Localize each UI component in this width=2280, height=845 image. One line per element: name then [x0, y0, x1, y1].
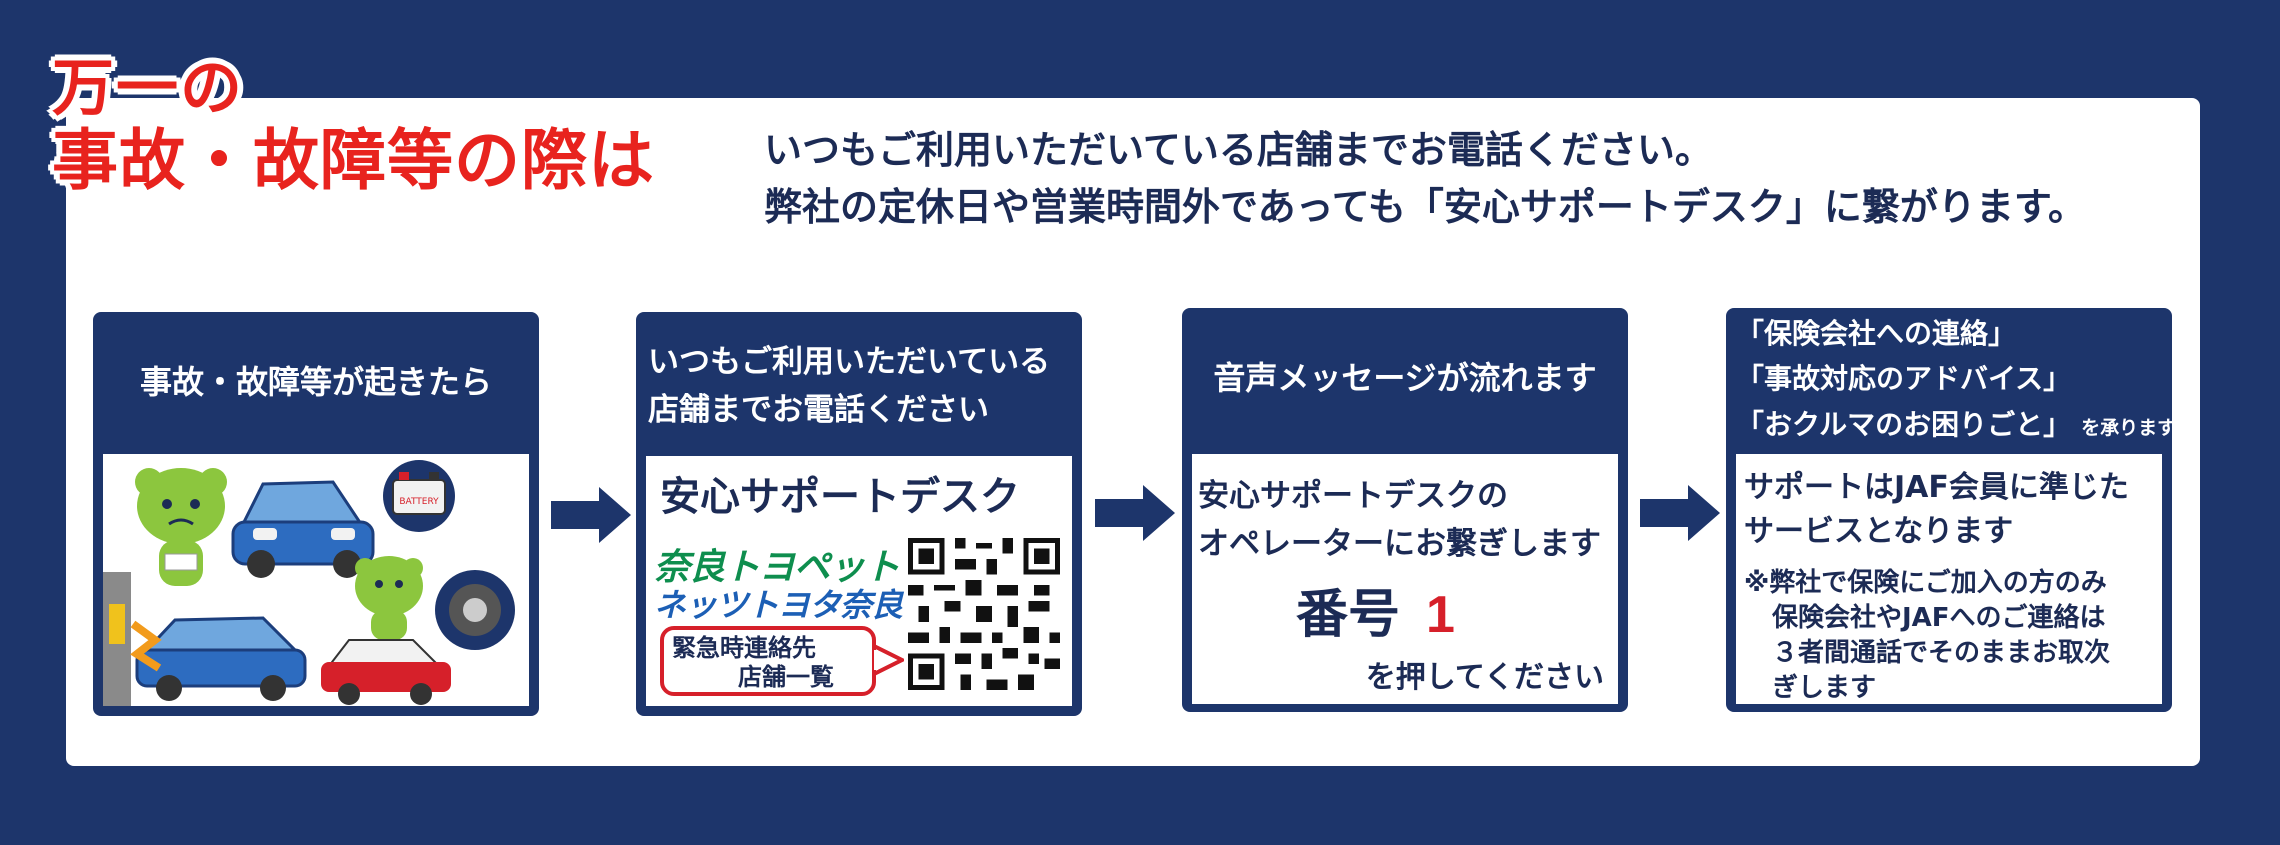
battery-icon: BATTERY	[383, 460, 455, 532]
arrow-right-icon	[551, 487, 631, 543]
headline-line2: 事故・故障等の際は	[52, 122, 655, 200]
pole-stripe	[109, 604, 125, 644]
mascot-icon	[135, 468, 227, 586]
jaf-card: サポートはJAF会員に準じた サービスとなります ※弊社で保険にご加入の方のみ …	[1736, 454, 2162, 704]
accident-illustration: BATTERY	[103, 460, 515, 706]
operator-line1: 安心サポートデスクの	[1198, 478, 1508, 514]
step-accident-title: 事故・故障等が起きたら	[139, 363, 492, 401]
number-value: 1	[1426, 586, 1455, 644]
jaf-line2: サービスとなります	[1744, 513, 2014, 549]
callout-tip-icon	[874, 643, 904, 677]
headline-line1: 万一の	[52, 51, 245, 124]
support-desk-title: 安心サポートデスク	[660, 474, 1020, 520]
note-line4: ぎします	[1772, 673, 1877, 704]
brand-netz-toyota-nara: ネッツトヨタ奈良	[654, 586, 903, 624]
callout-line2: 店舗一覧	[738, 662, 834, 691]
lead-line1: いつもご利用いただいている店舗までお電話ください。	[764, 128, 1713, 172]
battery-label: BATTERY	[399, 497, 439, 507]
service-advice: 「事故対応のアドバイス」	[1736, 362, 2072, 396]
car-icon	[130, 616, 307, 701]
note-line3: ３者間通話でそのままお取次	[1772, 638, 2111, 669]
brand-nara-toyopet: 奈良トヨペット	[654, 547, 900, 588]
note-line1: ※弊社で保険にご加入の方のみ	[1744, 568, 2107, 598]
arrow-right-icon	[1640, 485, 1720, 541]
mascot-icon	[355, 556, 423, 640]
car-icon	[231, 480, 375, 578]
operator-text: 安心サポートデスクの オペレーターにお繋ぎします	[1198, 472, 1601, 568]
operator-line2: オペレーターにお繋ぎします	[1198, 526, 1601, 563]
insurance-note: ※弊社で保険にご加入の方のみ 保険会社やJAFへのご連絡は ３者間通話でそのまま…	[1744, 566, 2110, 706]
service-car-trouble: 「おクルマのお困りごと」	[1736, 407, 2072, 441]
arrow-right-icon	[1095, 485, 1175, 541]
qr-code-icon[interactable]	[908, 538, 1060, 690]
step-call-store-title-line1: いつもご利用いただいている	[648, 343, 1051, 380]
lead-text: いつもご利用いただいている店舗までお電話ください。 弊社の定休日や営業時間外であ…	[764, 122, 2086, 236]
step-accident-illustration: BATTERY	[103, 454, 529, 706]
service-car-trouble-row: 「おクルマのお困りごと」を承ります	[1736, 402, 2176, 447]
step-voice-message: 音声メッセージが流れます 安心サポートデスクの オペレーターにお繋ぎします 番号…	[1182, 308, 1628, 712]
step-services-title: 「保険会社への連絡」 「事故対応のアドバイス」 「おクルマのお困りごと」を承りま…	[1726, 308, 2176, 450]
operator-card: 安心サポートデスクの オペレーターにお繋ぎします 番号 1 を押してください	[1192, 454, 1618, 704]
service-suffix: を承ります	[2081, 416, 2177, 439]
callout-line1: 緊急時連絡先	[672, 634, 816, 662]
emergency-contact-callout[interactable]: 緊急時連絡先 店舗一覧	[660, 626, 876, 696]
car-icon	[321, 639, 451, 705]
jaf-line1: サポートはJAF会員に準じた	[1744, 470, 2129, 505]
step-services: 「保険会社への連絡」 「事故対応のアドバイス」 「おクルマのお困りごと」を承りま…	[1726, 308, 2176, 712]
headline: 万一の 事故・故障等の際は	[52, 52, 655, 199]
step-call-store: いつもご利用いただいている 店舗までお電話ください 安心サポートデスク 奈良トヨ…	[636, 312, 1082, 716]
number-label: 番号	[1296, 585, 1401, 645]
number-row: 番号 1	[1296, 572, 1455, 647]
service-insurance: 「保険会社への連絡」	[1736, 316, 2017, 350]
push-instruction: を押してください	[1365, 660, 1604, 695]
step-accident: 事故・故障等が起きたら	[93, 312, 539, 716]
step-call-store-title-line2: 店舗までお電話ください	[648, 392, 989, 428]
tire-icon	[435, 570, 515, 650]
lead-line2: 弊社の定休日や営業時間外であっても「安心サポートデスク」に繋がります。	[764, 185, 2087, 229]
step-voice-message-title: 音声メッセージが流れます	[1213, 359, 1597, 397]
step-call-store-title: いつもご利用いただいている 店舗までお電話ください	[636, 312, 1082, 460]
support-desk-card: 安心サポートデスク 奈良トヨペット ネッツトヨタ奈良 緊急時連絡先 店舗一覧	[646, 456, 1072, 706]
note-line2: 保険会社やJAFへのご連絡は	[1772, 603, 2106, 634]
jaf-text: サポートはJAF会員に準じた サービスとなります	[1744, 466, 2129, 553]
